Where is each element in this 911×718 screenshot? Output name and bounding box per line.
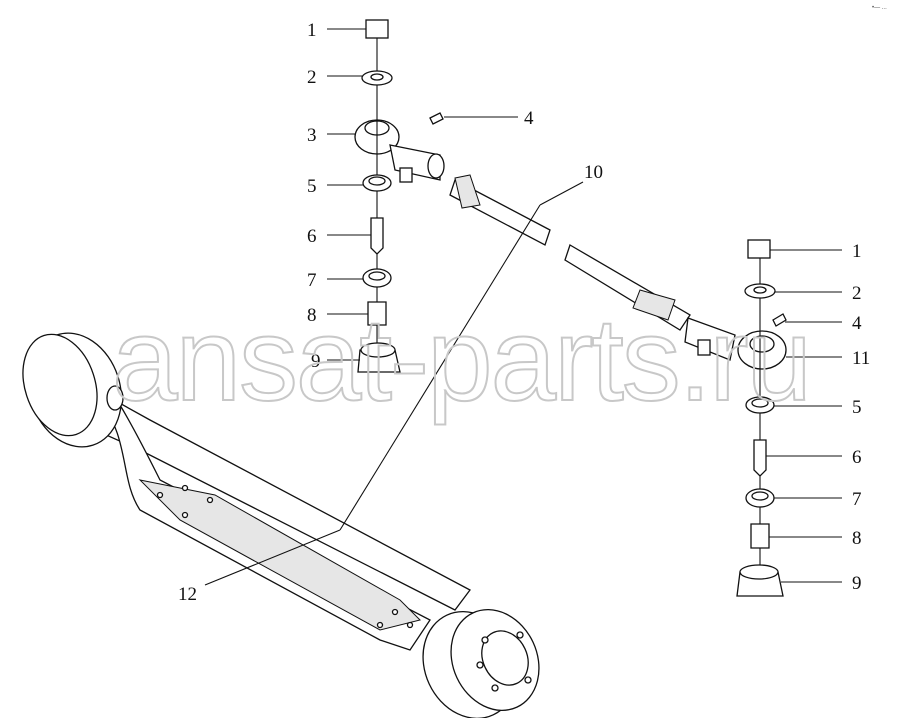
callout-8: 8 <box>307 305 317 326</box>
callout-labels-left: 1 2 3 4 5 6 7 8 9 10 12 <box>178 20 603 605</box>
callout-12: 12 <box>178 584 197 605</box>
callout-4: 4 <box>524 108 534 129</box>
callout-7: 7 <box>307 270 317 291</box>
callout-9: 9 <box>311 351 321 372</box>
callout-1: 1 <box>307 20 317 41</box>
callout-9-right: 9 <box>852 573 862 594</box>
callout-10: 10 <box>584 162 603 183</box>
callout-3: 3 <box>307 125 317 146</box>
callout-labels-right: 1 2 4 11 5 6 7 8 9 <box>852 241 870 594</box>
right-tie-rod-end <box>684 313 787 370</box>
left-tie-rod-end <box>354 112 445 183</box>
callout-6-right: 6 <box>852 447 862 468</box>
watermark: ansat-parts.ru <box>112 294 812 426</box>
callout-4-right: 4 <box>852 313 862 334</box>
callout-8-right: 8 <box>852 528 862 549</box>
right-brake-drum <box>422 608 540 718</box>
callout-7-right: 7 <box>852 489 862 510</box>
callout-5: 5 <box>307 176 317 197</box>
leader-lines <box>204 28 842 586</box>
callout-2-right: 2 <box>852 283 862 304</box>
callout-11: 11 <box>852 348 870 369</box>
callout-2: 2 <box>307 67 317 88</box>
callout-1-right: 1 <box>852 241 862 262</box>
left-parts-stack <box>357 19 401 373</box>
callout-5-right: 5 <box>852 397 862 418</box>
callout-6: 6 <box>307 226 317 247</box>
front-axle-beam <box>94 394 471 651</box>
corner-mark: •— ... <box>872 5 887 11</box>
right-parts-stack <box>736 239 784 597</box>
left-brake-drum <box>22 332 124 448</box>
